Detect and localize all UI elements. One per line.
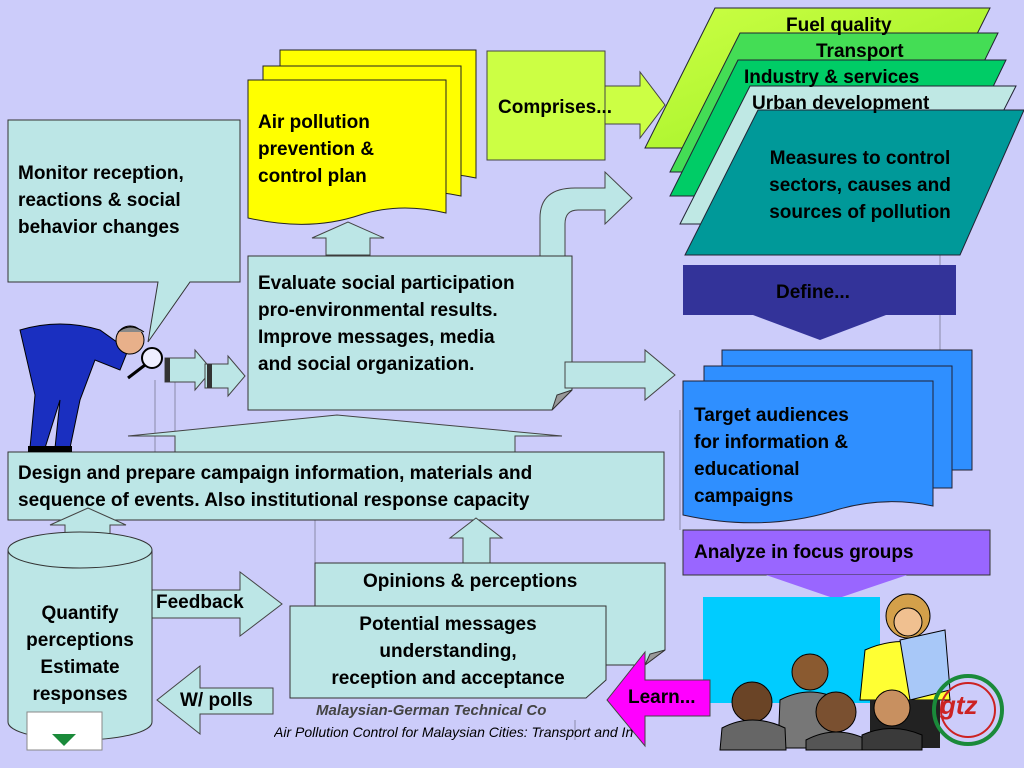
analyze-box [682,529,991,576]
learn-label: Learn... [628,687,696,708]
gtz-logo [932,674,1004,746]
urban-development-label: Urban development [752,93,930,114]
monitor-callout-shape [7,119,241,343]
man-with-magnifier-icon [19,323,163,452]
measures-label: Measures to control sectors, causes and … [769,148,951,223]
transport-label: Transport [816,41,904,62]
footer-subtitle: Air Pollution Control for Malaysian Citi… [274,724,634,740]
monitor-label: Monitor reception, reactions & social be… [18,163,184,238]
polls-arrow [156,664,274,736]
quantify-label: Quantify perceptions Estimate responses [26,603,134,705]
quantify-cylinder [7,531,153,741]
opinions-up-arrow [448,517,504,564]
opinions-label: Opinions & perceptions [363,571,578,592]
learn-arrow [606,650,711,748]
evaluate-up-arrow [311,221,385,256]
feedback-label: Feedback [156,592,244,613]
evaluate-right-arrow [564,348,676,402]
measures-card [684,109,1024,256]
define-label: Define... [776,282,850,303]
look-arrows [164,348,246,398]
curved-arrow [539,170,633,269]
messages-box [289,605,607,699]
define-box [683,265,956,315]
footer-partial-title: Malaysian-German Technical Co [316,702,547,719]
analyze-label: Analyze in focus groups [694,542,914,563]
evaluate-label: Evaluate social participation pro-enviro… [258,273,515,375]
plan-document-front [247,79,447,225]
comprises-box [486,50,606,161]
gtz-logo-text: gtz [940,690,978,720]
comprises-arrow [604,70,666,140]
design-up-arrow [127,414,563,453]
polls-label: W/ polls [180,690,253,711]
fuel-quality-label: Fuel quality [786,15,892,36]
target-audiences-label: Target audiences for information & educa… [694,405,849,507]
design-box [7,451,665,521]
feedback-arrow [146,570,283,638]
industry-services-label: Industry & services [744,67,920,88]
target-front [682,380,934,524]
plan-document-stack [247,49,477,225]
presentation-screen [703,597,880,703]
design-label: Design and prepare campaign information,… [18,463,533,511]
messages-label: Potential messages understanding, recept… [331,614,565,689]
meeting-people-icon [719,593,951,751]
comprises-label: Comprises... [498,97,613,118]
plan-label: Air pollution prevention & control plan [258,112,375,187]
target-audiences-stack [682,349,973,524]
sectors-stack [644,7,1024,256]
